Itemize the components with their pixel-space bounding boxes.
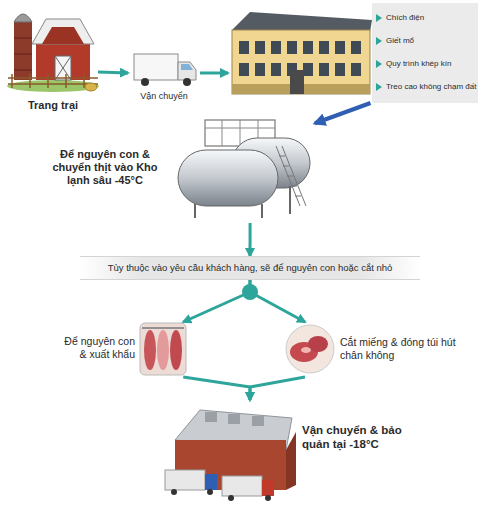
truck-illustration: [134, 54, 196, 86]
farm-illustration: [32, 19, 94, 44]
step-list-panel: [376, 60, 382, 68]
warehouse-illustration: [207, 489, 213, 495]
storage-step: Vận chuyển & bảo quản tại -18°C: [160, 400, 435, 506]
flow-arrow: [250, 377, 305, 400]
step-list-panel: [376, 14, 382, 22]
meat-cut-photo: [286, 325, 334, 373]
warehouse-illustration: [262, 480, 274, 496]
carcass-photo: [140, 323, 186, 375]
flow-arrow: [98, 71, 128, 75]
farm-illustration: [36, 42, 90, 80]
warehouse-illustration: [228, 414, 240, 424]
flow-arrow: [183, 280, 250, 322]
truck-illustration: [134, 54, 178, 80]
flow-arrow: [315, 103, 371, 123]
warehouse-illustration: [205, 474, 217, 490]
process-item: Quy trình khép kín: [386, 59, 476, 69]
decision-band: Tùy thuộc vào yêu cầu khách hàng, sẽ để …: [80, 256, 420, 280]
step-list-panel: [372, 3, 478, 103]
carcass-photo: [140, 323, 186, 375]
warehouse-illustration: [171, 489, 177, 495]
warehouse-illustration: [222, 476, 262, 496]
warehouse-illustration: [165, 470, 205, 490]
step-label: Để nguyên con & xuất khẩu: [55, 335, 135, 360]
factory-illustration: [290, 70, 304, 94]
flow-arrow: [249, 223, 252, 256]
process-item: Treo cao không chạm đất: [386, 82, 476, 92]
farm-illustration: [42, 27, 84, 44]
warehouse-illustration: [286, 432, 296, 490]
band-text: Tùy thuộc vào yêu cầu khách hàng, sẽ để …: [80, 262, 420, 273]
cold-storage-tanks: [178, 120, 310, 218]
meat-cut-photo: [301, 347, 311, 353]
flow-arrow: [200, 71, 228, 74]
carcass-photo: [144, 330, 156, 370]
step-list-panel: [376, 37, 382, 45]
flow-arrow: [183, 377, 250, 400]
connector-group: [98, 72, 371, 400]
flow-arrow: [250, 280, 305, 322]
factory-illustration: [232, 30, 370, 94]
truck-illustration: [183, 78, 191, 86]
carcass-photo: [170, 330, 182, 370]
step-list-panel: [376, 83, 382, 91]
transport-step: Vận chuyển: [128, 45, 200, 107]
farm-illustration: [55, 56, 71, 80]
warehouse-illustration: [205, 412, 217, 422]
warehouse-illustration: [165, 410, 296, 501]
farm-step: Trang trại: [8, 3, 98, 118]
step-label: Vận chuyển: [128, 91, 200, 102]
factory-illustration: [232, 12, 372, 32]
truck-illustration: [181, 64, 193, 70]
farm-illustration: [14, 14, 32, 22]
step-label: Cắt miếng & đóng túi hút chân không: [340, 336, 480, 361]
farm-illustration: [85, 83, 97, 91]
farm-illustration: [12, 74, 84, 88]
farm-illustration: [55, 56, 71, 80]
process-item: Chích điện: [386, 13, 476, 23]
cold-storage-tanks: [178, 150, 278, 206]
step-label: Để nguyên con & chuyển thịt vào Kho lạnh…: [40, 148, 170, 188]
process-item: Giết mổ: [386, 36, 476, 46]
meat-cut-photo: [308, 336, 328, 352]
warehouse-illustration: [228, 495, 234, 501]
cold-storage-tanks: [195, 186, 290, 218]
vacuum-pack-step: Cắt miếng & đóng túi hút chân không: [285, 322, 485, 377]
farm-illustration: [14, 38, 32, 70]
cold-storage-step: Để nguyên con & chuyển thịt vào Kho lạnh…: [40, 118, 315, 223]
step-label: Vận chuyển & bảo quản tại -18°C: [302, 424, 432, 452]
whole-export-step: Để nguyên con & xuất khẩu: [55, 322, 190, 377]
factory-illustration: [232, 12, 372, 94]
farm-illustration: [7, 80, 99, 92]
slaughter-step: Chích điệnGiết mổ Quy trình khép kínTreo …: [228, 3, 478, 103]
warehouse-illustration: [252, 416, 264, 426]
farm-illustration: [14, 22, 32, 80]
meat-cut-photo: [286, 325, 334, 373]
farm-illustration: [7, 14, 99, 92]
split-dot: [242, 284, 258, 300]
truck-illustration: [178, 62, 196, 80]
step-list-panel: [372, 3, 478, 103]
truck-illustration: [141, 78, 149, 86]
warehouse-illustration: [265, 495, 271, 501]
carcass-photo: [157, 330, 169, 370]
step-label: Trang trại: [8, 99, 98, 112]
carcass-photo: [142, 327, 184, 329]
